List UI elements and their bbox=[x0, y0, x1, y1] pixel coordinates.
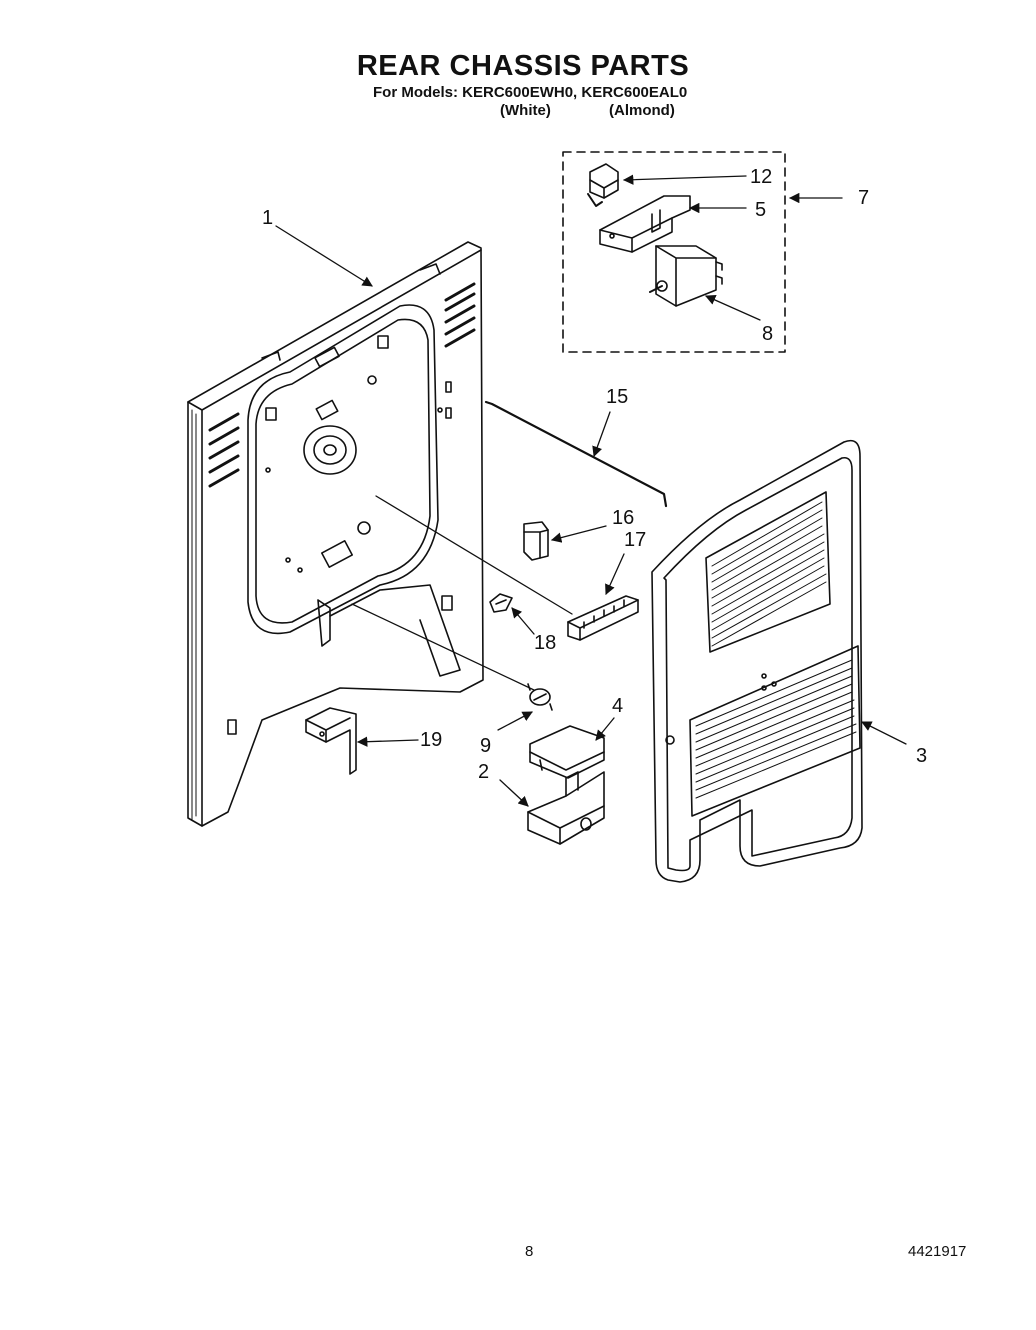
part-18-clip bbox=[489, 593, 513, 613]
callout-5: 5 bbox=[755, 199, 766, 221]
callout-16: 16 bbox=[612, 507, 634, 529]
callout-4: 4 bbox=[612, 695, 623, 717]
callout-9: 9 bbox=[480, 735, 491, 757]
part-5-bracket bbox=[599, 195, 691, 253]
document-number: 4421917 bbox=[908, 1243, 967, 1260]
variant-white-label: (White) bbox=[500, 102, 551, 119]
rear-access-panel bbox=[651, 439, 863, 883]
part-19-bracket bbox=[305, 707, 357, 775]
part-8-solenoid bbox=[649, 245, 723, 307]
subassembly-group-box bbox=[562, 151, 786, 353]
rear-chassis-panel bbox=[187, 241, 484, 827]
callout-1: 1 bbox=[262, 207, 273, 229]
callout-7: 7 bbox=[858, 187, 869, 209]
part-12-connector bbox=[587, 163, 619, 207]
part-4-cover bbox=[529, 725, 605, 779]
callout-15: 15 bbox=[606, 386, 628, 408]
callout-8: 8 bbox=[762, 323, 773, 345]
models-line: For Models: KERC600EWH0, KERC600EAL0 bbox=[373, 84, 688, 101]
variant-almond-label: (Almond) bbox=[609, 102, 675, 119]
callout-18: 18 bbox=[534, 632, 556, 654]
callout-19: 19 bbox=[420, 729, 442, 751]
page-title: REAR CHASSIS PARTS bbox=[356, 50, 690, 82]
part-9-thermostat bbox=[527, 683, 553, 711]
callout-2: 2 bbox=[478, 761, 489, 783]
leader-lines bbox=[275, 174, 907, 807]
part-17-terminal-block bbox=[567, 595, 639, 641]
callout-12: 12 bbox=[750, 166, 772, 188]
part-2-box-bracket bbox=[527, 771, 605, 845]
page-number: 8 bbox=[525, 1243, 534, 1260]
part-16-switch bbox=[523, 521, 549, 561]
callout-3: 3 bbox=[916, 745, 927, 767]
callout-17: 17 bbox=[624, 529, 646, 551]
part-15-rod bbox=[484, 400, 668, 508]
